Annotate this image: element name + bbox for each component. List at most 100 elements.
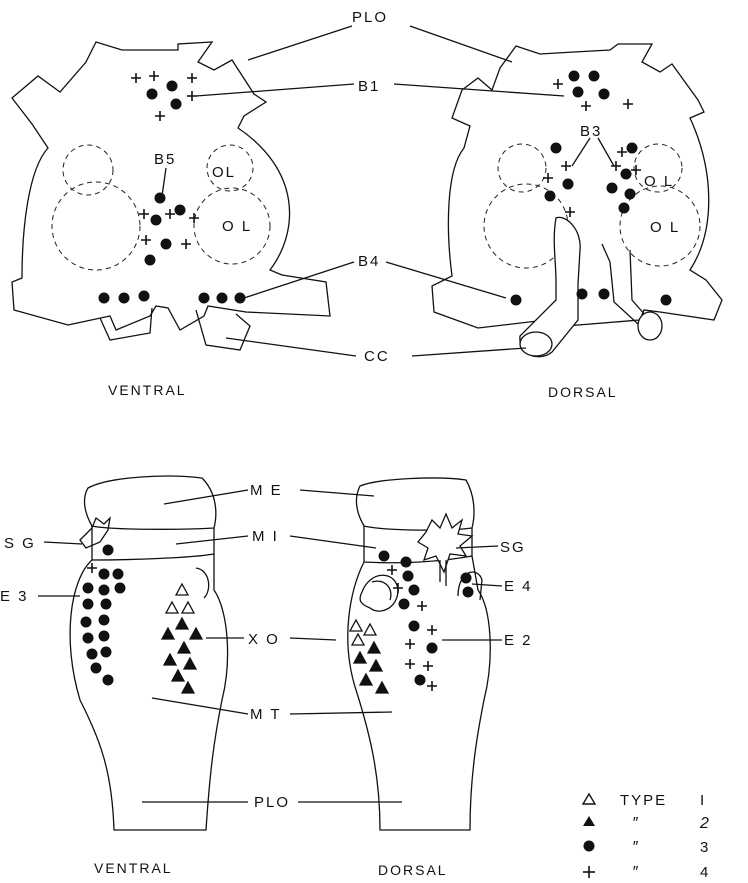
type3-neuron [461,573,472,584]
xo-leader-right [290,638,336,640]
type1-neuron [176,584,188,595]
type2-neuron [368,642,380,653]
plo-label-bottom: PLO [254,794,290,811]
b3-leader-left [572,138,590,166]
type4-neuron [553,79,563,89]
mt-body-ventral [70,554,227,830]
type2-neuron [376,682,388,693]
type1-neuron [364,624,376,635]
sg-leader-right [456,546,498,548]
b1-leader-left [196,84,354,96]
b3-leader-right [598,138,614,166]
mi-leader-left [176,536,248,544]
type3-neuron [99,585,110,596]
type3-neuron [621,169,632,180]
legend-open-triangle [583,794,595,804]
type2-neuron [190,628,202,639]
cc-tube-right-end [638,312,662,340]
e3-label: E 3 [0,588,29,605]
cc-leader-right [412,348,526,356]
sg-label-right: SG [500,539,526,556]
b5-leader [162,168,166,196]
caption-bottom-ventral: VENTRAL [94,860,173,876]
type3-neuron [379,551,390,562]
type3-neuron [171,99,182,110]
sg-label-left: S G [4,535,36,552]
mi-leader-right [290,536,376,548]
top-neuron-symbols [99,71,672,306]
type3-neuron [139,291,150,302]
type3-neuron [151,215,162,226]
type3-neuron [607,183,618,194]
type3-neuron [619,203,630,214]
type3-neuron [175,205,186,216]
type2-neuron [178,642,190,653]
type2-neuron [354,652,366,663]
type3-neuron [99,293,110,304]
type3-neuron [415,675,426,686]
type3-neuron [147,89,158,100]
me-leader-left [164,490,248,504]
type4-neuron [623,99,633,109]
legend-number-3: 3 [700,839,710,856]
legend-ditto-2: ″ [632,815,639,832]
legend-number-1: I [700,792,706,809]
type3-neuron [627,143,638,154]
b5-label: B5 [154,151,176,168]
legend-type-word: TYPE [620,792,667,809]
type3-neuron [83,583,94,594]
ol-label-left-large: O L [222,218,252,235]
type2-neuron [162,628,174,639]
type4-neuron [155,111,165,121]
ol-small-left-1 [63,145,113,195]
type2-neuron [370,660,382,671]
mt-leader-right [290,712,392,714]
b4-leader-left [244,262,354,298]
caption-top-dorsal: DORSAL [548,384,618,400]
type3-neuron [83,599,94,610]
type3-neuron [573,87,584,98]
caption-top-ventral: VENTRAL [108,382,187,398]
type3-neuron [625,189,636,200]
xo-bump-ventral [196,568,209,598]
legend-plus [583,866,595,878]
cc-label: CC [364,348,390,365]
mi-label: M I [252,528,279,545]
type3-neuron [161,239,172,250]
type3-neuron [155,193,166,204]
plo-leader-right [410,26,512,62]
me-label: M E [250,482,283,499]
me-cap-dorsal [357,478,474,530]
type3-neuron [87,649,98,660]
type2-neuron [164,654,176,665]
type4-neuron [405,639,415,649]
b4-leader-right [386,262,506,298]
type3-neuron [409,621,420,632]
b3-label: B3 [580,123,602,140]
type2-neuron [176,618,188,629]
type4-neuron [189,213,199,223]
type1-neuron [352,634,364,645]
type3-neuron [599,289,610,300]
legend-number-2: 2 [699,815,709,832]
bottom-dorsal-eyestalk [348,478,490,830]
type3-neuron [99,569,110,580]
bottom-neuron-symbols [81,545,474,694]
legend-ditto-4: ″ [632,864,639,881]
type3-neuron [119,293,130,304]
type3-neuron [81,617,92,628]
type3-neuron [403,571,414,582]
type4-neuron [561,161,571,171]
e2-label: E 2 [504,632,533,649]
type1-neuron [166,602,178,613]
e4-label: E 4 [504,578,533,595]
type4-neuron [141,235,151,245]
type4-neuron [181,239,191,249]
mt-label: M T [250,706,282,723]
type3-neuron [103,545,114,556]
type3-neuron [199,293,210,304]
ol-label-right-small: O L [644,173,674,190]
type3-neuron [83,633,94,644]
